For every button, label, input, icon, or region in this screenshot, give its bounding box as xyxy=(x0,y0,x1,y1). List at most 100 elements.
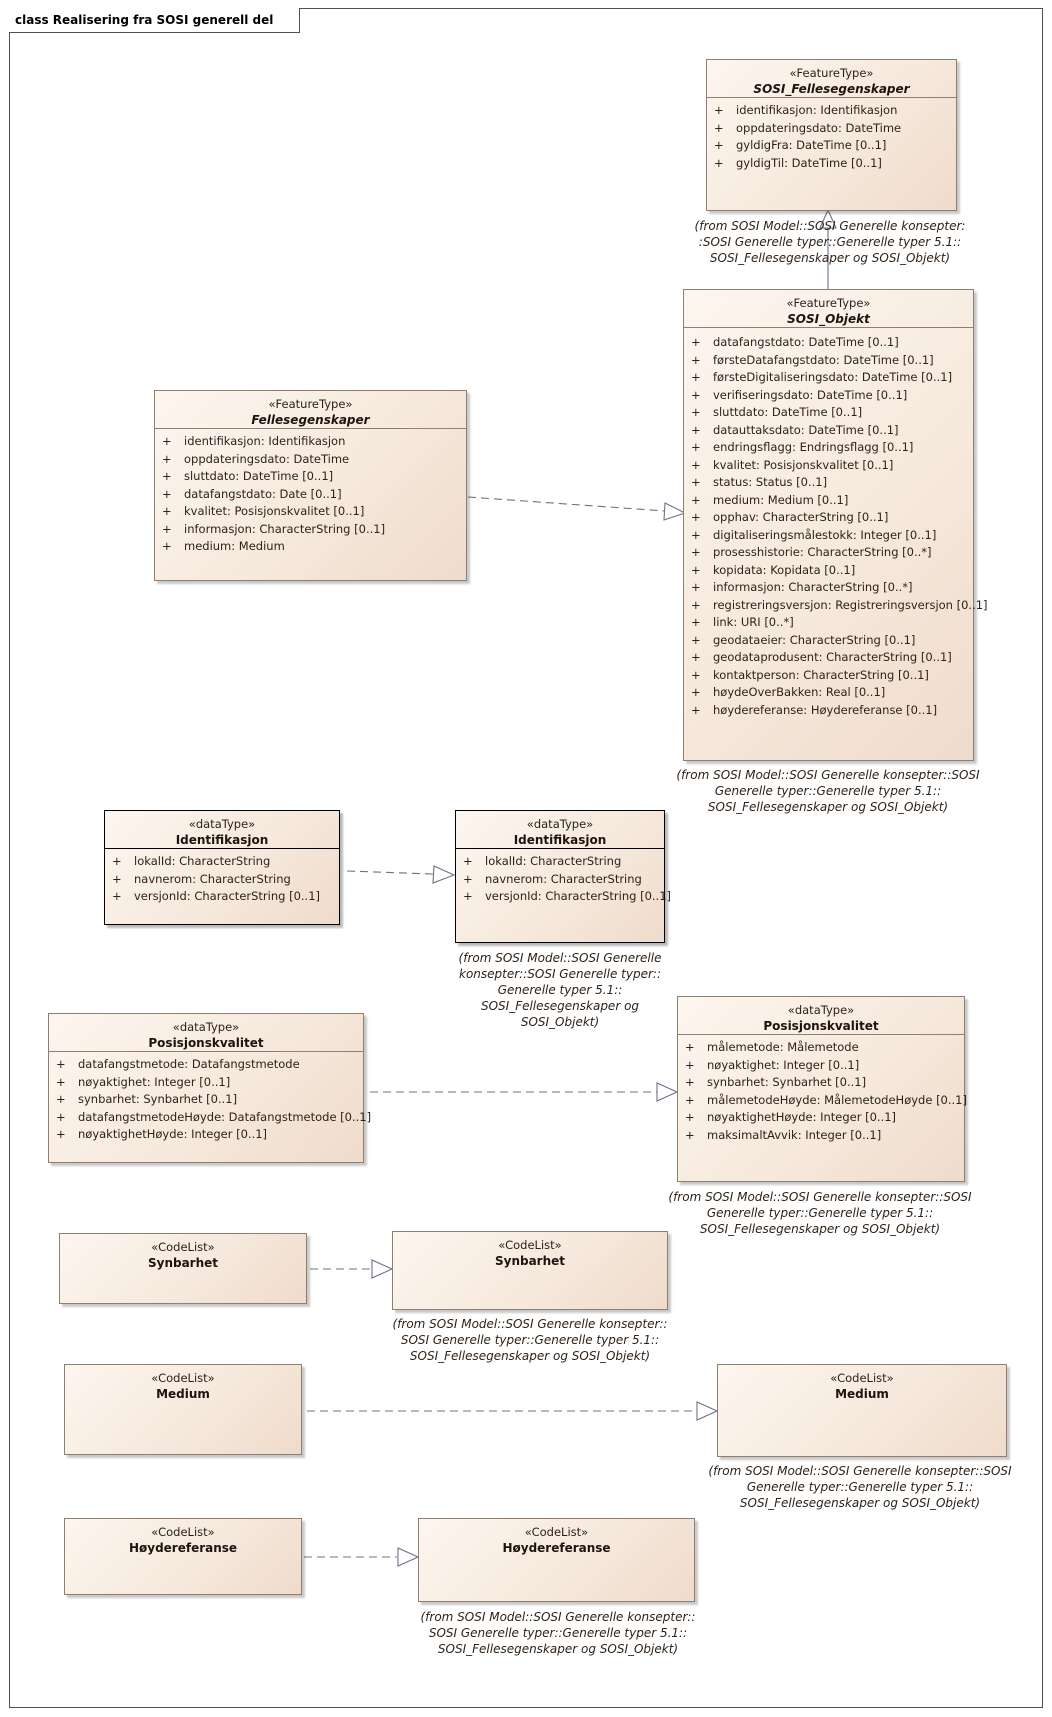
class-header: «CodeList» Høydereferanse xyxy=(65,1519,301,1556)
diagram-frame xyxy=(9,8,1043,1708)
attribute: +datafangstdato: DateTime [0..1] xyxy=(691,335,899,349)
class-header: «dataType» Posisjonskvalitet xyxy=(49,1014,363,1052)
class-name: Medium xyxy=(835,1387,889,1401)
attribute: +kontaktperson: CharacterString [0..1] xyxy=(691,667,929,682)
attribute: +førsteDatafangstdato: DateTime [0..1] xyxy=(691,352,934,367)
attribute: +navnerom: CharacterString xyxy=(112,871,291,886)
attribute: +prosesshistorie: CharacterString [0..*] xyxy=(691,545,932,559)
attribute: +nøyaktighet: Integer [0..1] xyxy=(685,1057,860,1072)
class-name: Synbarhet xyxy=(494,1254,566,1268)
attribute: +digitaliseringsmålestokk: Integer [0..1… xyxy=(691,527,937,542)
attribute: +verifiseringsdato: DateTime [0..1] xyxy=(691,387,908,402)
class-sosi-fellesegenskaper[interactable]: «FeatureType» SOSI_Fellesegenskaper +ide… xyxy=(706,59,957,211)
class-name: Høydereferanse xyxy=(128,1541,238,1555)
class-posisjonskvalitet-local[interactable]: «dataType» Posisjonskvalitet +datafangst… xyxy=(48,1013,372,1163)
class-name: Synbarhet xyxy=(147,1256,219,1270)
attribute: +høydereferanse: Høydereferanse [0..1] xyxy=(691,702,938,717)
stereotype-label: «dataType» xyxy=(172,1020,240,1034)
stereotype-label: «FeatureType» xyxy=(789,66,874,80)
class-sosi-objekt[interactable]: «FeatureType» SOSI_Objekt +datafangstdat… xyxy=(683,289,988,761)
class-name: SOSI_Fellesegenskaper xyxy=(753,82,910,96)
attribute: +synbarhet: Synbarhet [0..1] xyxy=(56,1092,238,1106)
origin-note: (from SOSI Model::SOSI Generelle konsept… xyxy=(676,768,980,814)
attribute: +medium: Medium [0..1] xyxy=(691,492,849,507)
stereotype-label: «dataType» xyxy=(188,817,256,831)
attribute: +opphav: CharacterString [0..1] xyxy=(691,510,889,524)
attribute: +versjonId: CharacterString [0..1] xyxy=(112,889,321,903)
class-fellesegenskaper[interactable]: «FeatureType» Fellesegenskaper +identifi… xyxy=(154,390,467,581)
stereotype-label: «dataType» xyxy=(787,1003,855,1017)
class-medium-local[interactable]: «CodeList» Medium xyxy=(64,1364,302,1455)
origin-note: (from SOSI Model::SOSI Generelle konsept… xyxy=(694,219,966,265)
class-hoydereferanse-sosi[interactable]: «CodeList» Høydereferanse xyxy=(418,1518,695,1602)
attribute: +registreringsversjon: Registreringsvers… xyxy=(691,597,988,612)
attribute-list: +målemetode: Målemetode +nøyaktighet: In… xyxy=(678,1035,967,1144)
attribute: +gyldigFra: DateTime [0..1] xyxy=(714,138,887,152)
class-name: Identifikasjon xyxy=(513,833,607,847)
realization-fellesegenskaper-line xyxy=(467,496,666,512)
class-header: «dataType» Identifikasjon xyxy=(456,811,664,849)
attribute-list: +datafangstdato: DateTime [0..1] +første… xyxy=(684,328,988,719)
attribute-list: +identifikasjon: Identifikasjon +oppdate… xyxy=(155,429,466,556)
class-synbarhet-sosi[interactable]: «CodeList» Synbarhet xyxy=(392,1231,668,1310)
class-header: «CodeList» Synbarhet xyxy=(60,1234,306,1271)
attribute: +gyldigTil: DateTime [0..1] xyxy=(714,155,882,170)
attribute: +kvalitet: Posisjonskvalitet [0..1] xyxy=(691,457,894,472)
realization-synbarhet-arrowhead xyxy=(371,1259,394,1279)
class-header: «CodeList» Synbarhet xyxy=(393,1232,667,1269)
attribute: +lokalId: CharacterString xyxy=(112,854,271,868)
class-header: «CodeList» Høydereferanse xyxy=(419,1519,694,1556)
stereotype-label: «CodeList» xyxy=(498,1238,562,1252)
attribute: +link: URI [0..*] xyxy=(691,615,794,629)
class-header: «FeatureType» Fellesegenskaper xyxy=(155,391,466,429)
attribute: +synbarhet: Synbarhet [0..1] xyxy=(685,1075,867,1089)
attribute: +identifikasjon: Identifikasjon xyxy=(714,103,898,117)
stereotype-label: «dataType» xyxy=(526,817,594,831)
attribute: +informasjon: CharacterString [0..1] xyxy=(162,521,386,536)
realization-identifikasjon-arrowhead xyxy=(432,865,456,884)
attribute-list: +lokalId: CharacterString +navnerom: Cha… xyxy=(456,849,672,906)
origin-note: (from SOSI Model::SOSI Generelle konsept… xyxy=(420,1610,696,1656)
attribute: +datafangstmetodeHøyde: Datafangstmetode… xyxy=(56,1109,372,1124)
attribute: +oppdateringsdato: DateTime xyxy=(714,120,902,135)
class-identifikasjon-sosi[interactable]: «dataType» Identifikasjon +lokalId: Char… xyxy=(455,810,672,943)
attribute: +lokalId: CharacterString xyxy=(463,854,622,868)
class-header: «CodeList» Medium xyxy=(65,1365,301,1402)
stereotype-label: «FeatureType» xyxy=(268,397,353,411)
attribute-list: +identifikasjon: Identifikasjon +oppdate… xyxy=(707,98,956,172)
attribute: +nøyaktighet: Integer [0..1] xyxy=(56,1074,231,1089)
class-header: «CodeList» Medium xyxy=(718,1365,1006,1402)
attribute: +kvalitet: Posisjonskvalitet [0..1] xyxy=(162,504,365,518)
attribute: +høydeOverBakken: Real [0..1] xyxy=(691,685,886,699)
stereotype-label: «CodeList» xyxy=(830,1371,894,1385)
attribute: +sluttdato: DateTime [0..1] xyxy=(691,405,863,419)
realization-identifikasjon-line xyxy=(346,870,434,875)
attribute: +sluttdato: DateTime [0..1] xyxy=(162,469,334,483)
attribute: +status: Status [0..1] xyxy=(691,475,828,489)
class-synbarhet-local[interactable]: «CodeList» Synbarhet xyxy=(59,1233,307,1304)
origin-note: (from SOSI Model::SOSI Generelle konsept… xyxy=(668,1190,972,1236)
class-name: Posisjonskvalitet xyxy=(763,1019,879,1033)
generalization-arrowhead xyxy=(819,208,837,229)
stereotype-label: «CodeList» xyxy=(151,1240,215,1254)
diagram-frame-title: class Realisering fra SOSI generell del xyxy=(9,8,301,33)
attribute: +nøyaktighetHøyde: Integer [0..1] xyxy=(56,1127,268,1141)
attribute-list: +datafangstmetode: Datafangstmetode +nøy… xyxy=(49,1052,372,1144)
class-medium-sosi[interactable]: «CodeList» Medium xyxy=(717,1364,1007,1457)
class-hoydereferanse-local[interactable]: «CodeList» Høydereferanse xyxy=(64,1518,302,1595)
origin-note: (from SOSI Model::SOSI Generelle konsept… xyxy=(708,1464,1012,1510)
attribute: +geodataeier: CharacterString [0..1] xyxy=(691,632,916,647)
realization-posisjonskvalitet-arrowhead xyxy=(656,1082,679,1102)
attribute: +målemetode: Målemetode xyxy=(685,1040,859,1054)
attribute: +datafangstdato: Date [0..1] xyxy=(162,486,342,501)
attribute: +versjonId: CharacterString [0..1] xyxy=(463,889,672,903)
attribute-list: +lokalId: CharacterString +navnerom: Cha… xyxy=(105,849,339,906)
class-name: Høydereferanse xyxy=(502,1541,611,1555)
attribute: +medium: Medium xyxy=(162,539,285,553)
class-name: Posisjonskvalitet xyxy=(148,1036,264,1050)
class-posisjonskvalitet-sosi[interactable]: «dataType» Posisjonskvalitet +målemetode… xyxy=(677,996,967,1182)
class-name: Fellesegenskaper xyxy=(251,413,370,427)
class-identifikasjon-local[interactable]: «dataType» Identifikasjon +lokalId: Char… xyxy=(104,810,340,925)
attribute: +navnerom: CharacterString xyxy=(463,871,642,886)
